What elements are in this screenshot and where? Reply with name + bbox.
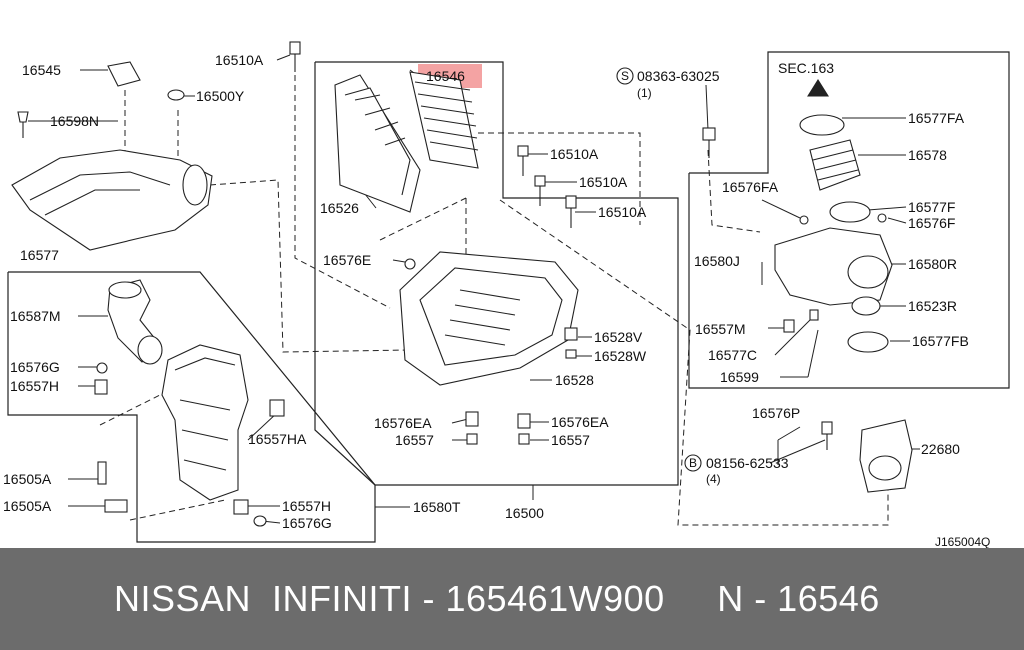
label-16580J: 16580J <box>694 253 740 269</box>
part-number-caption: NISSAN INFINITI - 165461W900 N - 16546 <box>114 578 880 619</box>
label-08363-63025: 08363-63025 <box>637 68 720 84</box>
label-16557H: 16557H <box>10 378 59 394</box>
label-16576G: 16576G <box>10 359 60 375</box>
label-16580T: 16580T <box>413 499 461 515</box>
label-16510A-3: 16510A <box>579 174 628 190</box>
label-16505A: 16505A <box>3 471 52 487</box>
label-16505A-2: 16505A <box>3 498 52 514</box>
label-16598N: 16598N <box>50 113 99 129</box>
label-16500: 16500 <box>505 505 544 521</box>
label-16545: 16545 <box>22 62 61 78</box>
label-16510A: 16510A <box>215 52 264 68</box>
label-16576E: 16576E <box>323 252 371 268</box>
label-16577: 16577 <box>20 247 59 263</box>
label-16576F: 16576F <box>908 215 955 231</box>
label-16580R: 16580R <box>908 256 957 272</box>
label-16577FA: 16577FA <box>908 110 965 126</box>
part-drawings <box>11 41 913 527</box>
label-08363-qty: (1) <box>637 86 652 100</box>
label-16546: 16546 <box>426 68 465 84</box>
label-08156-62533: 08156-62533 <box>706 455 789 471</box>
label-16500Y: 16500Y <box>196 88 245 104</box>
label-16557: 16557 <box>395 432 434 448</box>
label-16528V: 16528V <box>594 329 643 345</box>
label-16528W: 16528W <box>594 348 647 364</box>
label-16557M: 16557M <box>695 321 746 337</box>
label-16576EA-2: 16576EA <box>551 414 609 430</box>
label-16578: 16578 <box>908 147 947 163</box>
part-labels: 16545 16598N 16577 16500Y 16510A 16546 1… <box>3 52 990 548</box>
label-16587M: 16587M <box>10 308 61 324</box>
label-16576G-2: 16576G <box>282 515 332 531</box>
label-16510A-2: 16510A <box>550 146 599 162</box>
label-16577F: 16577F <box>908 199 955 215</box>
label-16576P: 16576P <box>752 405 800 421</box>
label-16557H-2: 16557H <box>282 498 331 514</box>
label-16557HA: 16557HA <box>248 431 307 447</box>
label-sec163: SEC.163 <box>778 60 834 76</box>
label-16510A-4: 16510A <box>598 204 647 220</box>
footer-bar: NISSAN INFINITI - 165461W900 N - 16546 <box>0 548 1024 650</box>
label-16576EA: 16576EA <box>374 415 432 431</box>
label-16523R: 16523R <box>908 298 957 314</box>
parts-diagram: 16545 16598N 16577 16500Y 16510A 16546 1… <box>3 41 1010 548</box>
label-16576FA: 16576FA <box>722 179 779 195</box>
label-16526: 16526 <box>320 200 359 216</box>
label-16599: 16599 <box>720 369 759 385</box>
label-16557-2: 16557 <box>551 432 590 448</box>
label-16577C: 16577C <box>708 347 757 363</box>
symbol-b: B <box>689 456 697 470</box>
diagram-ref-code: J165004Q <box>935 535 990 548</box>
group-outlines <box>7 51 1010 543</box>
label-16577FB: 16577FB <box>912 333 969 349</box>
label-16528: 16528 <box>555 372 594 388</box>
label-22680: 22680 <box>921 441 960 457</box>
label-08156-qty: (4) <box>706 472 721 486</box>
symbol-s: S <box>621 69 629 83</box>
